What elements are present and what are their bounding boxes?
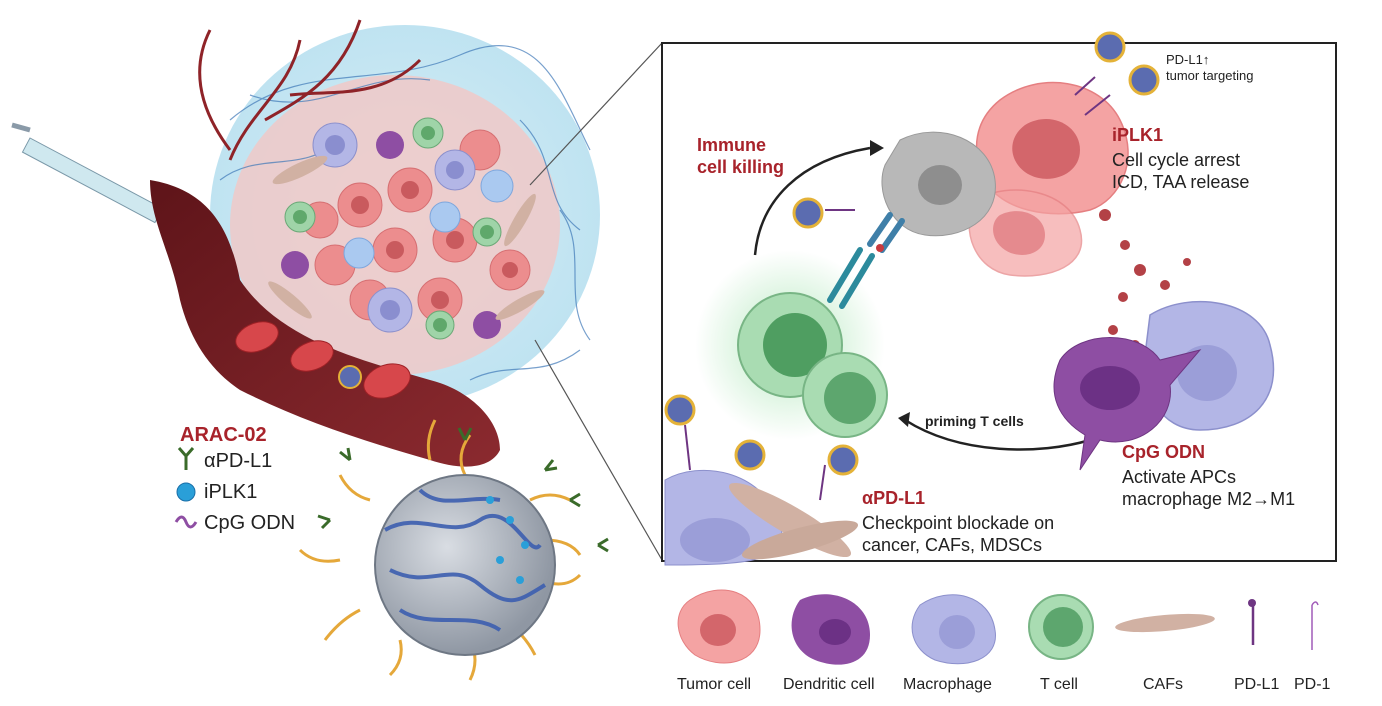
immune-killing-label: Immune cell killing	[697, 135, 785, 177]
nanoparticle-icon	[298, 419, 609, 681]
zoom-lines	[529, 42, 663, 561]
panel-illustration	[664, 31, 1275, 566]
legend-t-cell: T cell	[1040, 676, 1078, 693]
key-cpg: CpG ODN	[204, 512, 296, 534]
iplk1-description: Cell cycle arrest ICD, TAA release	[1112, 150, 1250, 192]
legend-pd-l1: PD-L1	[1234, 676, 1280, 693]
legend-dendritic-cell: Dendritic cell	[783, 676, 875, 693]
tumor-microenvironment	[198, 19, 600, 405]
key-iplk1: iPLK1	[204, 481, 258, 503]
apdl1-title: αPD-L1	[862, 488, 926, 508]
formulation-name: ARAC-02	[180, 424, 267, 446]
iplk1-title: iPLK1	[1112, 125, 1164, 145]
apdl1-description: Checkpoint blockade on cancer, CAFs, MDS…	[862, 513, 1055, 555]
legend-tumor-cell: Tumor cell	[677, 676, 752, 693]
cpg-title: CpG ODN	[1122, 442, 1205, 462]
legend-macrophage: Macrophage	[903, 676, 992, 693]
blood-vessel	[150, 180, 500, 467]
priming-label: priming T cells	[925, 413, 1024, 429]
legend-shapes	[677, 589, 1319, 665]
targeting-label: PD-L1↑ tumor targeting	[1166, 52, 1254, 83]
legend-cafs: CAFs	[1143, 676, 1183, 693]
legend-pd-1: PD-1	[1294, 676, 1331, 693]
cpg-description: Activate APCs macrophage M2→M1	[1122, 467, 1296, 509]
key-apdl1: αPD-L1	[204, 450, 273, 472]
key-icons	[174, 447, 198, 529]
